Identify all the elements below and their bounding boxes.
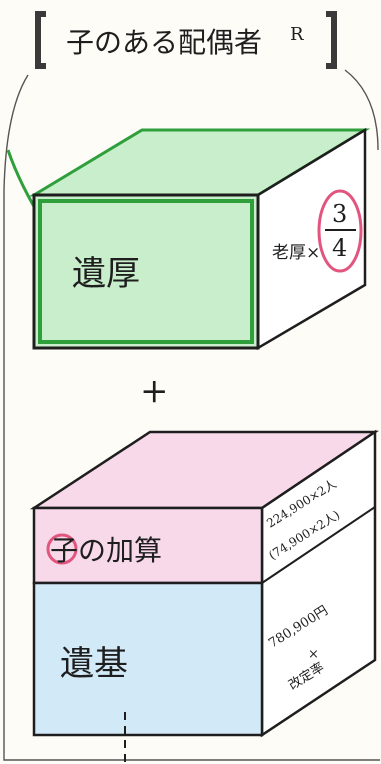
upper-block-label: 遺厚 <box>72 254 140 294</box>
left-bracket <box>35 11 46 69</box>
fraction-denominator: 4 <box>332 234 347 262</box>
lower-block-bottom-label: 遺基 <box>60 644 128 684</box>
header-title-suffix: R <box>290 24 304 45</box>
fraction-numerator: 3 <box>332 200 347 228</box>
lower-block-pink-section <box>32 506 264 585</box>
right-bracket <box>326 11 337 69</box>
bracket-line-right <box>344 69 379 151</box>
upper-block: 遺厚 老厚× 3 4 <box>28 127 371 351</box>
lower-block-side-divider <box>261 506 376 584</box>
lower-block-blue-section <box>32 581 264 737</box>
upper-block-front-face <box>32 193 260 350</box>
lower-block: 子の加算 遺基 224,900×2人 (74,900×2人) 780,900円 … <box>29 429 380 738</box>
lower-block-top-label: 子の加算 <box>50 534 162 567</box>
upper-block-side-label: 老厚× <box>272 243 320 263</box>
child-circle-mark <box>46 533 78 565</box>
fraction-circle <box>317 189 363 273</box>
upper-block-green-outline <box>38 199 254 344</box>
plus-sign: + <box>140 371 169 411</box>
lower-block-side-line-4: × <box>308 647 319 662</box>
header-title: 子のある配偶者 <box>66 26 262 59</box>
bracket-line <box>3 74 380 761</box>
